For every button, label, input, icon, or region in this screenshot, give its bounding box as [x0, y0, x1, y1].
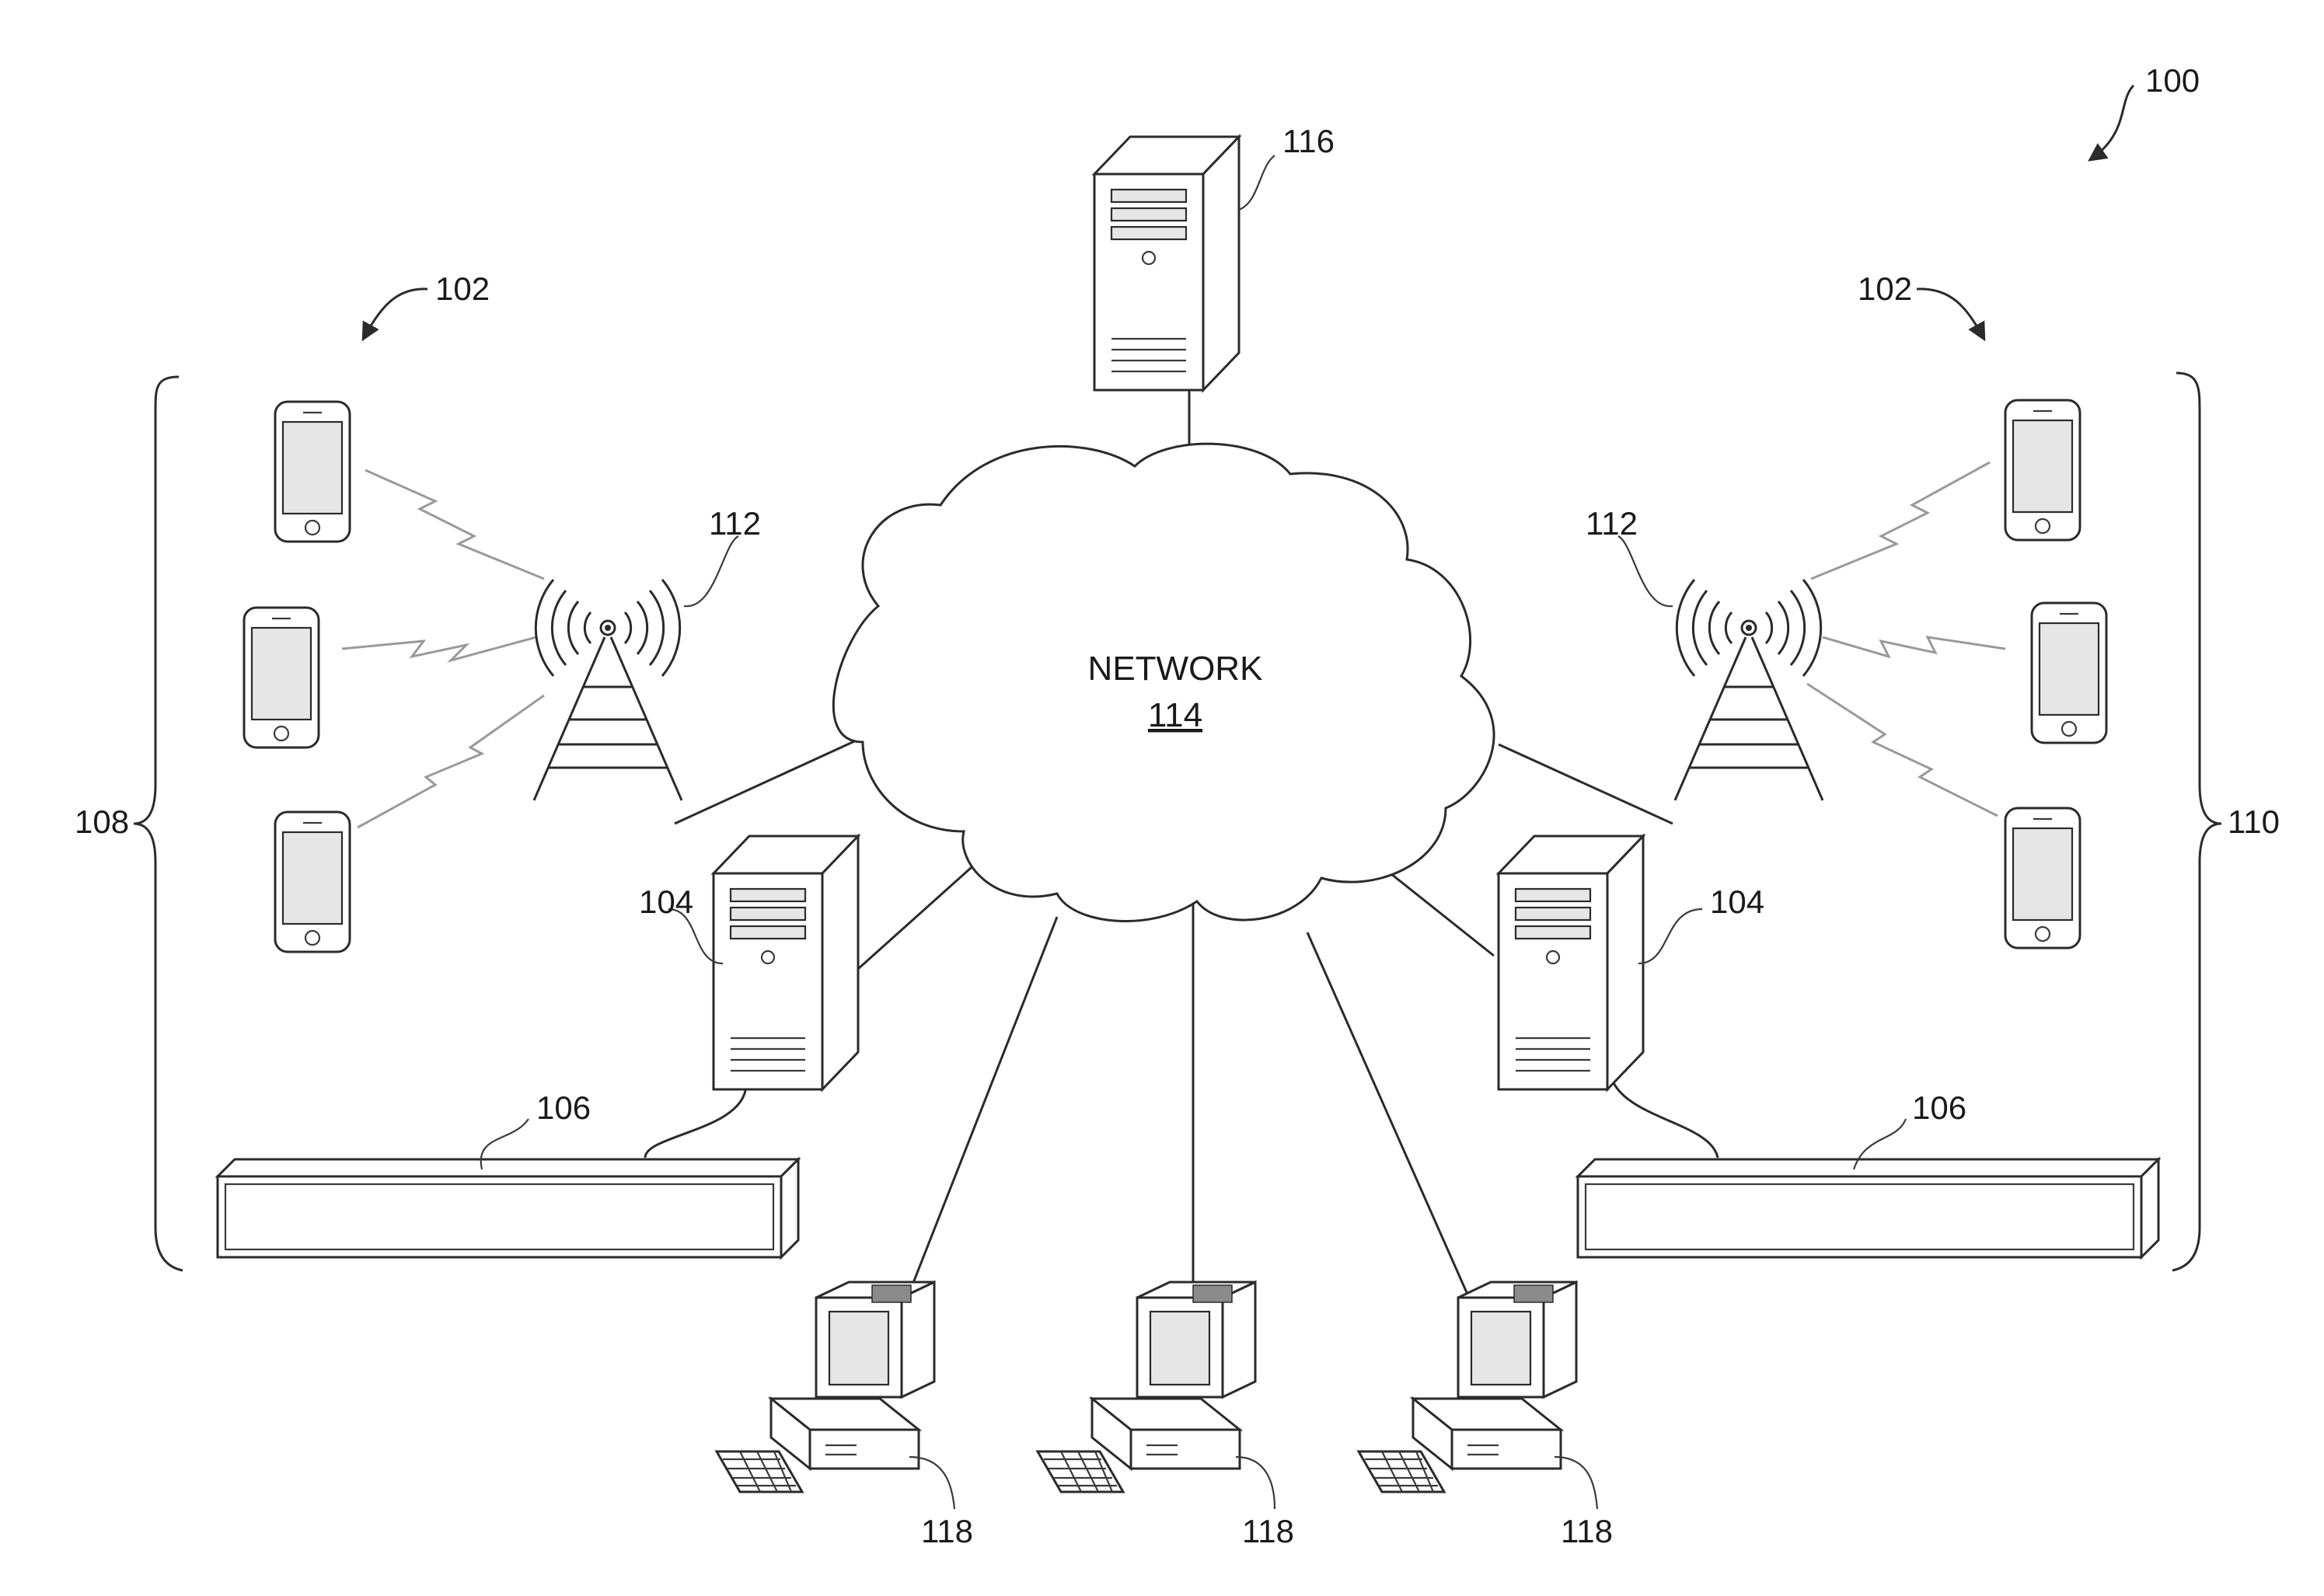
central-server-icon — [1094, 137, 1239, 390]
bracket-label-right: 110 — [2228, 803, 2280, 840]
wireless-signal-icon — [1811, 462, 1990, 579]
right-device-group: 102 110 112 104 106 — [1499, 270, 2280, 1270]
network-title: NETWORK — [1088, 650, 1263, 688]
storage-icon — [1578, 1159, 2158, 1257]
tower-label-right: 112 — [1586, 505, 1638, 542]
tower-label-left: 112 — [709, 505, 761, 542]
local-server-label-left: 104 — [639, 883, 693, 920]
computer-label: 118 — [921, 1513, 973, 1549]
phone-icon — [2005, 400, 2080, 540]
local-server-icon — [714, 836, 858, 1089]
wireless-signal-icon — [1823, 637, 2005, 657]
figure-ref-label: 100 — [2145, 62, 2200, 99]
local-server-label-right: 104 — [1710, 883, 1764, 920]
figure-ref-arrow — [2091, 85, 2134, 159]
phone-icon — [2032, 603, 2106, 743]
phone-icon — [2005, 808, 2080, 948]
device-group-label-left: 102 — [435, 270, 490, 307]
central-server-label: 116 — [1282, 123, 1335, 159]
desktop-computer-icon — [1359, 1282, 1576, 1492]
storage-icon — [218, 1159, 798, 1257]
wireless-signal-icon — [342, 637, 536, 660]
storage-label-right: 106 — [1912, 1089, 1966, 1126]
cell-tower-icon — [534, 580, 682, 800]
network-ref: 114 — [1148, 696, 1202, 734]
storage-label-left: 106 — [536, 1089, 591, 1126]
phone-icon — [275, 812, 350, 952]
phone-icon — [275, 402, 350, 542]
desktop-computer-icon — [717, 1282, 934, 1492]
wireless-signal-icon — [1807, 684, 1998, 816]
computer-label: 118 — [1242, 1513, 1294, 1549]
client-computers: 118 118 118 — [717, 1282, 1613, 1549]
desktop-computer-icon — [1038, 1282, 1255, 1492]
wireless-signal-icon — [365, 470, 544, 579]
left-device-group: 102 108 112 104 106 — [75, 270, 858, 1270]
bracket-label-left: 108 — [75, 803, 129, 840]
computer-label: 118 — [1561, 1513, 1613, 1549]
device-group-label-right: 102 — [1858, 270, 1912, 307]
wireless-signal-icon — [358, 695, 544, 828]
bracket-left — [134, 377, 183, 1270]
phone-icon — [244, 608, 319, 747]
cell-tower-icon — [1675, 580, 1823, 800]
bracket-right — [2172, 373, 2221, 1270]
device-group-arrow-left — [364, 289, 427, 338]
device-group-arrow-right — [1917, 289, 1984, 338]
local-server-icon — [1499, 836, 1643, 1089]
